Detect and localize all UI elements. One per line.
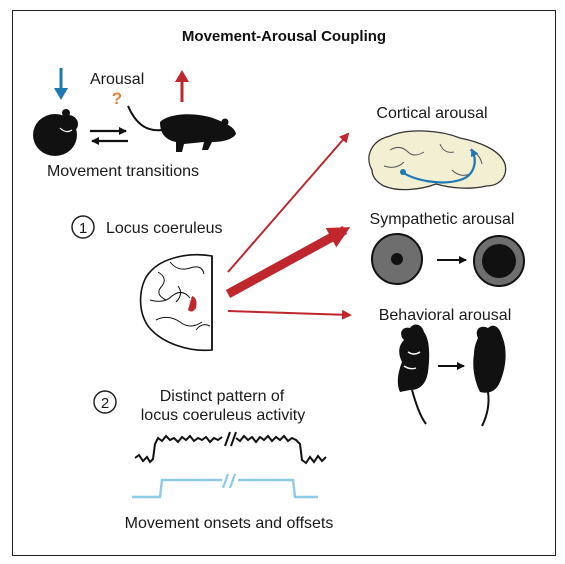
pupil-small-icon [371, 233, 423, 285]
figure-title: Movement-Arousal Coupling [182, 28, 386, 45]
lc-activity-label: locus coeruleus activity [141, 407, 306, 424]
alert-mouse-icon [473, 325, 506, 427]
brainstem-icon [139, 253, 213, 352]
arrow-to-cortical [227, 132, 350, 273]
active-mouse-icon [127, 105, 236, 152]
question-mark: ? [112, 89, 122, 108]
lc-activity-trace [134, 431, 327, 465]
step-1-circle [71, 215, 95, 239]
behavioral-arousal-label: Behavioral arousal [379, 307, 512, 324]
step-1-number: 1 [79, 220, 87, 237]
pupil-large-icon [473, 235, 525, 287]
blue-down-arrow-icon [54, 68, 68, 100]
figure-frame [12, 10, 556, 556]
brain-icon [368, 130, 507, 191]
grooming-mouse-icon [397, 324, 430, 425]
cortical-arousal-label: Cortical arousal [376, 105, 487, 122]
arrow-to-behavioral [227, 309, 352, 320]
movement-onset-offset-trace [132, 473, 318, 499]
arousal-label: Arousal [90, 71, 144, 88]
red-up-arrow-icon [175, 70, 189, 102]
movement-onsets-label: Movement onsets and offsets [125, 515, 334, 532]
movement-transitions-label: Movement transitions [47, 163, 199, 180]
step-2-number: 2 [101, 395, 109, 412]
step-2-circle [93, 390, 117, 414]
curled-mouse-icon [33, 109, 78, 156]
sympathetic-arousal-label: Sympathetic arousal [370, 211, 515, 228]
locus-coeruleus-label: Locus coeruleus [106, 220, 223, 237]
distinct-pattern-label: Distinct pattern of [160, 388, 285, 405]
transition-arrows-icon [90, 127, 128, 145]
arrow-to-sympathetic [225, 226, 351, 298]
